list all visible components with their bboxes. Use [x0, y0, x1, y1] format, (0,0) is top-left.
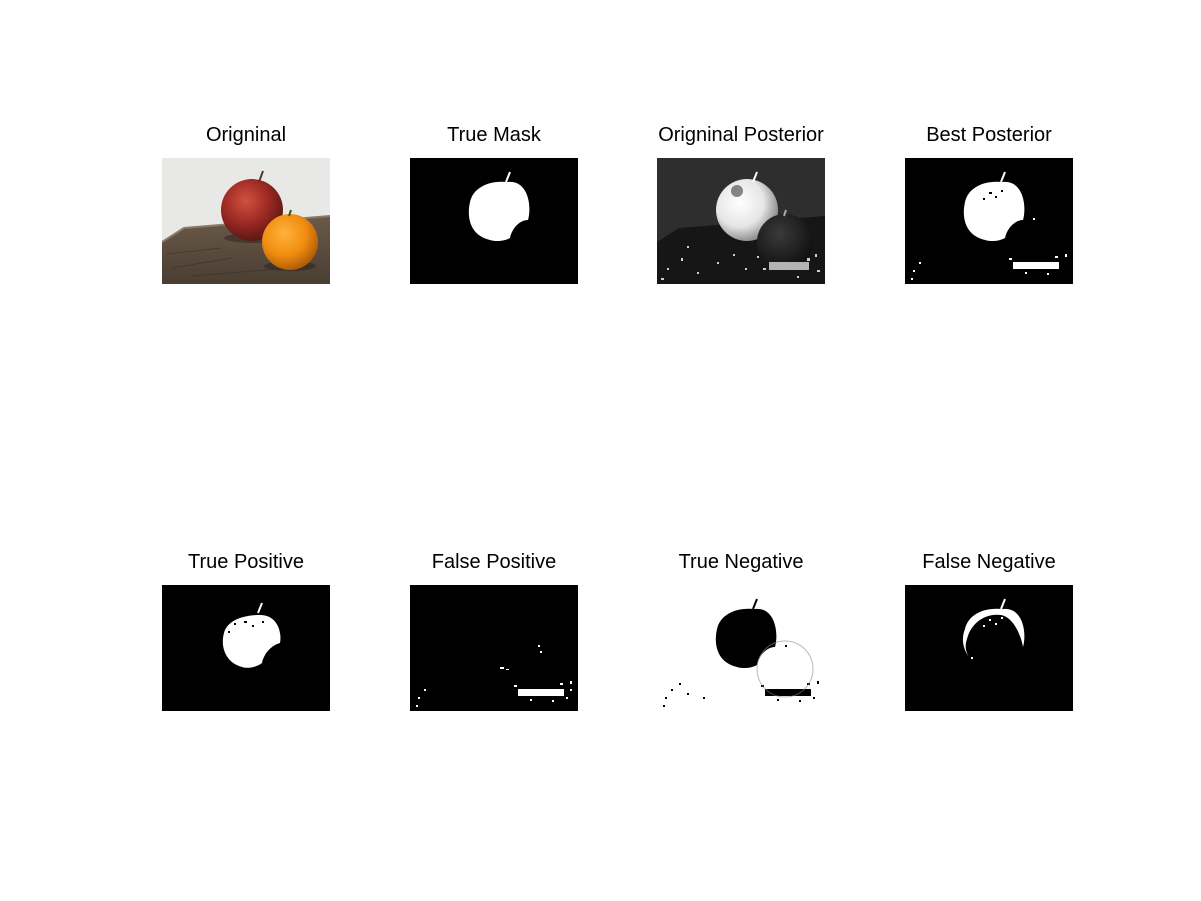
false-positive-image [410, 585, 578, 711]
true-mask-image [410, 158, 578, 284]
panel-title: True Mask [447, 124, 541, 146]
panel-title: False Positive [431, 551, 557, 573]
panel-title: True Negative [678, 551, 804, 573]
original-image [162, 158, 330, 284]
best-posterior-image [905, 158, 1073, 284]
original-posterior-image [657, 158, 825, 284]
true-positive-image [162, 585, 330, 711]
panel-title: Best Posterior [926, 124, 1052, 146]
panel-title: Origninal [205, 124, 287, 146]
true-negative-image [657, 585, 825, 711]
panel-title: Origninal Posterior [658, 124, 824, 146]
panel-title: True Positive [188, 551, 304, 573]
false-negative-image [905, 585, 1073, 711]
panel-title: False Negative [922, 551, 1056, 573]
